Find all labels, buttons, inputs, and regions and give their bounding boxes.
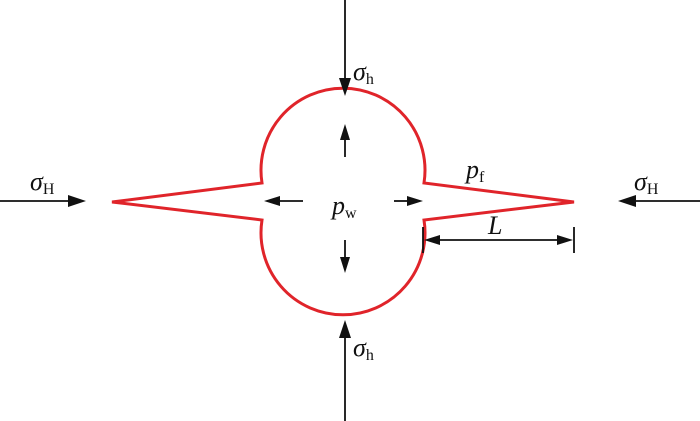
pw-arrow-left (264, 196, 303, 206)
fracture-pressure-label: pf (464, 155, 485, 186)
sigma-h-top-arrow (339, 0, 351, 96)
wellbore-pressure-label: pw (330, 191, 357, 222)
sigma-H-left-arrow (0, 195, 86, 207)
pw-arrow-down (340, 240, 350, 273)
sigma-H-right-label: σH (634, 167, 659, 198)
sigma-h-bottom-arrow (339, 320, 351, 421)
fracture-length-label: L (487, 211, 502, 240)
sigma-h-top-label: σh (353, 57, 374, 88)
sigma-h-bottom-label: σh (353, 333, 374, 364)
pw-arrow-right (394, 196, 423, 206)
sigma-H-left-label: σH (30, 167, 55, 198)
pw-arrow-up (340, 124, 350, 157)
sigma-H-right-arrow (618, 195, 700, 207)
wellbore-fracture-outline (111, 86, 575, 317)
fracture-length-dimension (422, 227, 575, 253)
